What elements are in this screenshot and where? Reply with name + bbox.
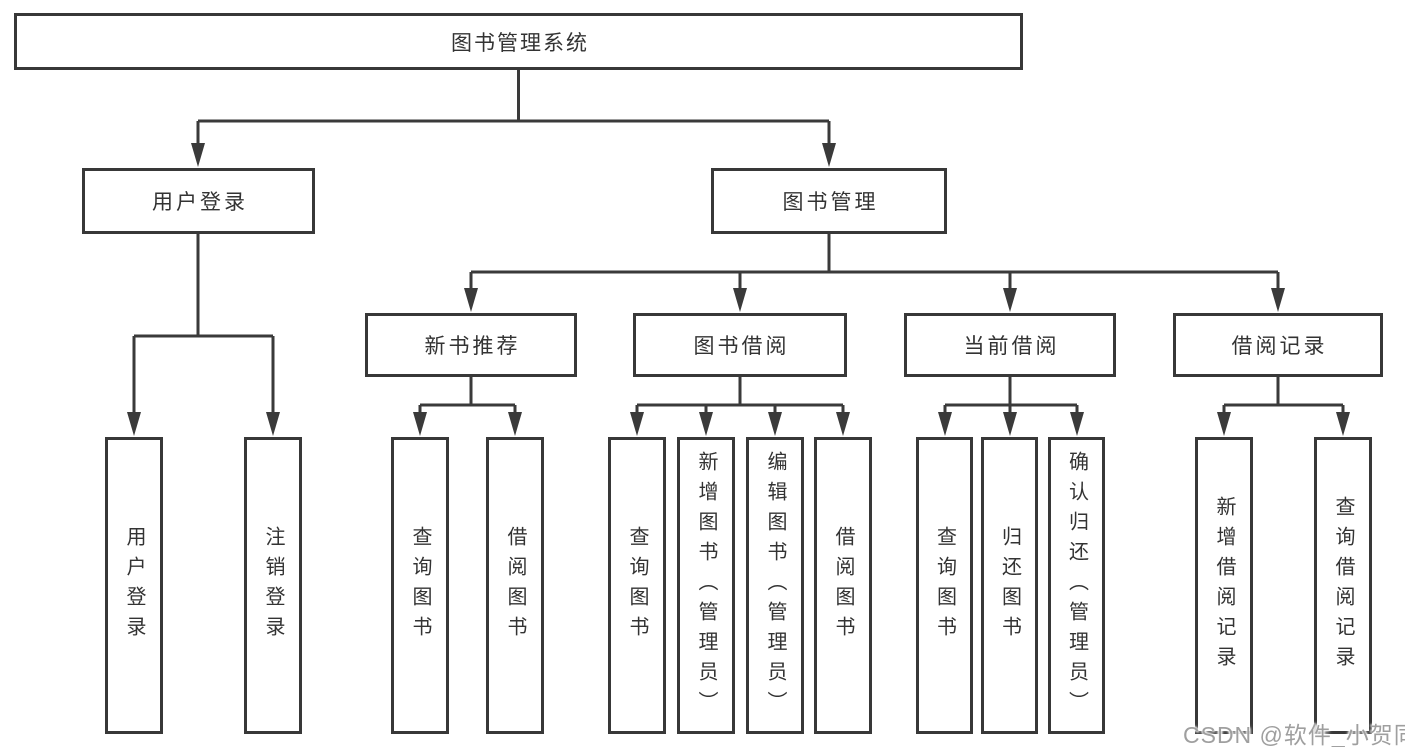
node-label: 图书借阅	[693, 335, 790, 358]
leaf-confirm-return-admin: 确认归还（管理员）	[1048, 437, 1105, 734]
leaf-label: 用户登录	[123, 525, 145, 646]
leaf-query-books-borrowing: 查询图书	[608, 437, 666, 734]
node-current-borrowing: 当前借阅	[904, 313, 1116, 377]
leaf-query-books-current: 查询图书	[916, 437, 973, 734]
leaf-query-borrow-record: 查询借阅记录	[1314, 437, 1372, 734]
leaf-edit-book-admin: 编辑图书（管理员）	[746, 437, 804, 734]
node-label: 图书管理系统	[451, 31, 589, 55]
node-label: 用户登录	[152, 191, 248, 214]
leaf-user-login: 用户登录	[105, 437, 163, 734]
node-label: 新书推荐	[424, 335, 521, 358]
leaf-label: 查询图书	[626, 525, 648, 646]
node-label: 图书管理	[782, 191, 879, 214]
leaf-add-borrow-record: 新增借阅记录	[1195, 437, 1253, 734]
csdn-watermark: CSDN @软件_小贺同学	[1183, 722, 1405, 747]
node-user-login: 用户登录	[82, 168, 315, 234]
node-book-borrowing: 图书借阅	[633, 313, 847, 377]
arrowheads	[127, 143, 1350, 436]
node-new-book-recommendation: 新书推荐	[365, 313, 577, 377]
leaf-label: 借阅图书	[832, 525, 854, 646]
leaf-label: 编辑图书（管理员）	[764, 450, 786, 721]
leaf-add-book-admin: 新增图书（管理员）	[677, 437, 735, 734]
node-borrowing-records: 借阅记录	[1173, 313, 1383, 377]
leaf-label: 借阅图书	[504, 525, 526, 646]
node-library-management-system: 图书管理系统	[14, 13, 1023, 70]
leaf-query-books-recommend: 查询图书	[391, 437, 449, 734]
leaf-logout: 注销登录	[244, 437, 302, 734]
leaf-label: 新增借阅记录	[1213, 495, 1235, 676]
leaf-label: 注销登录	[262, 525, 284, 646]
node-label: 借阅记录	[1231, 335, 1328, 358]
node-book-management: 图书管理	[711, 168, 947, 234]
leaf-label: 查询图书	[409, 525, 431, 646]
leaf-borrow-books-recommend: 借阅图书	[486, 437, 544, 734]
leaf-borrow-books: 借阅图书	[814, 437, 872, 734]
leaf-label: 查询图书	[933, 525, 956, 646]
node-label: 当前借阅	[963, 335, 1060, 358]
leaf-label: 归还图书	[998, 525, 1021, 646]
leaf-label: 确认归还（管理员）	[1065, 450, 1088, 721]
leaf-return-books: 归还图书	[981, 437, 1038, 734]
leaf-label: 查询借阅记录	[1332, 495, 1354, 676]
leaf-label: 新增图书（管理员）	[695, 450, 717, 721]
